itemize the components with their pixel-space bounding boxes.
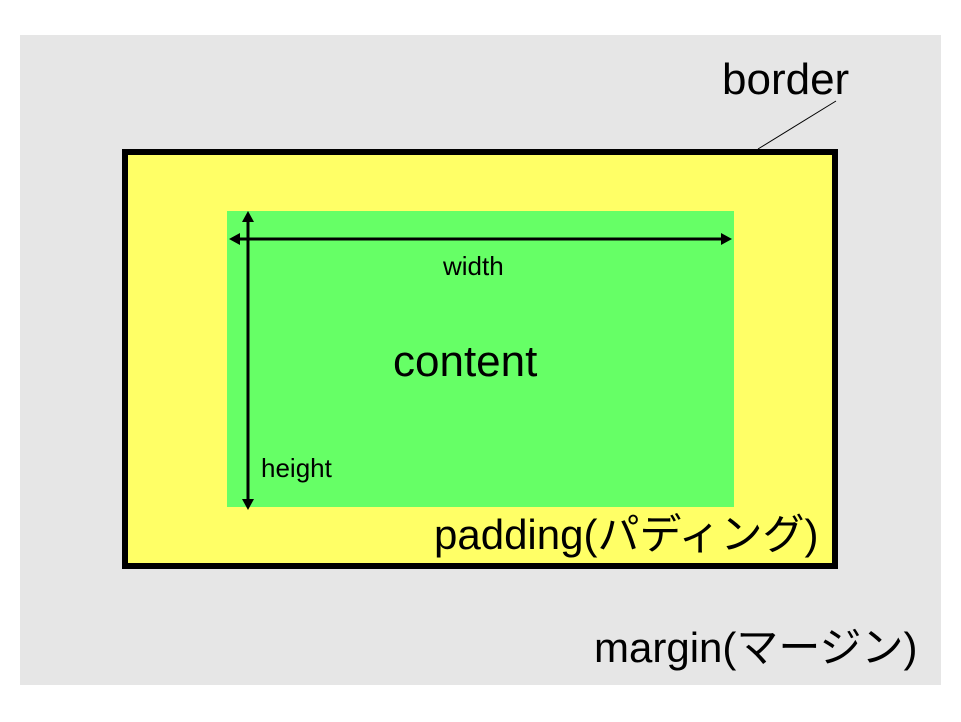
- content-label: content: [393, 337, 538, 386]
- margin-label: margin(マージン): [594, 624, 918, 671]
- content-box: [227, 211, 734, 507]
- border-label: border: [722, 55, 850, 104]
- width-label: width: [443, 251, 504, 281]
- height-label: height: [261, 453, 332, 483]
- padding-label: padding(パディング): [434, 511, 819, 558]
